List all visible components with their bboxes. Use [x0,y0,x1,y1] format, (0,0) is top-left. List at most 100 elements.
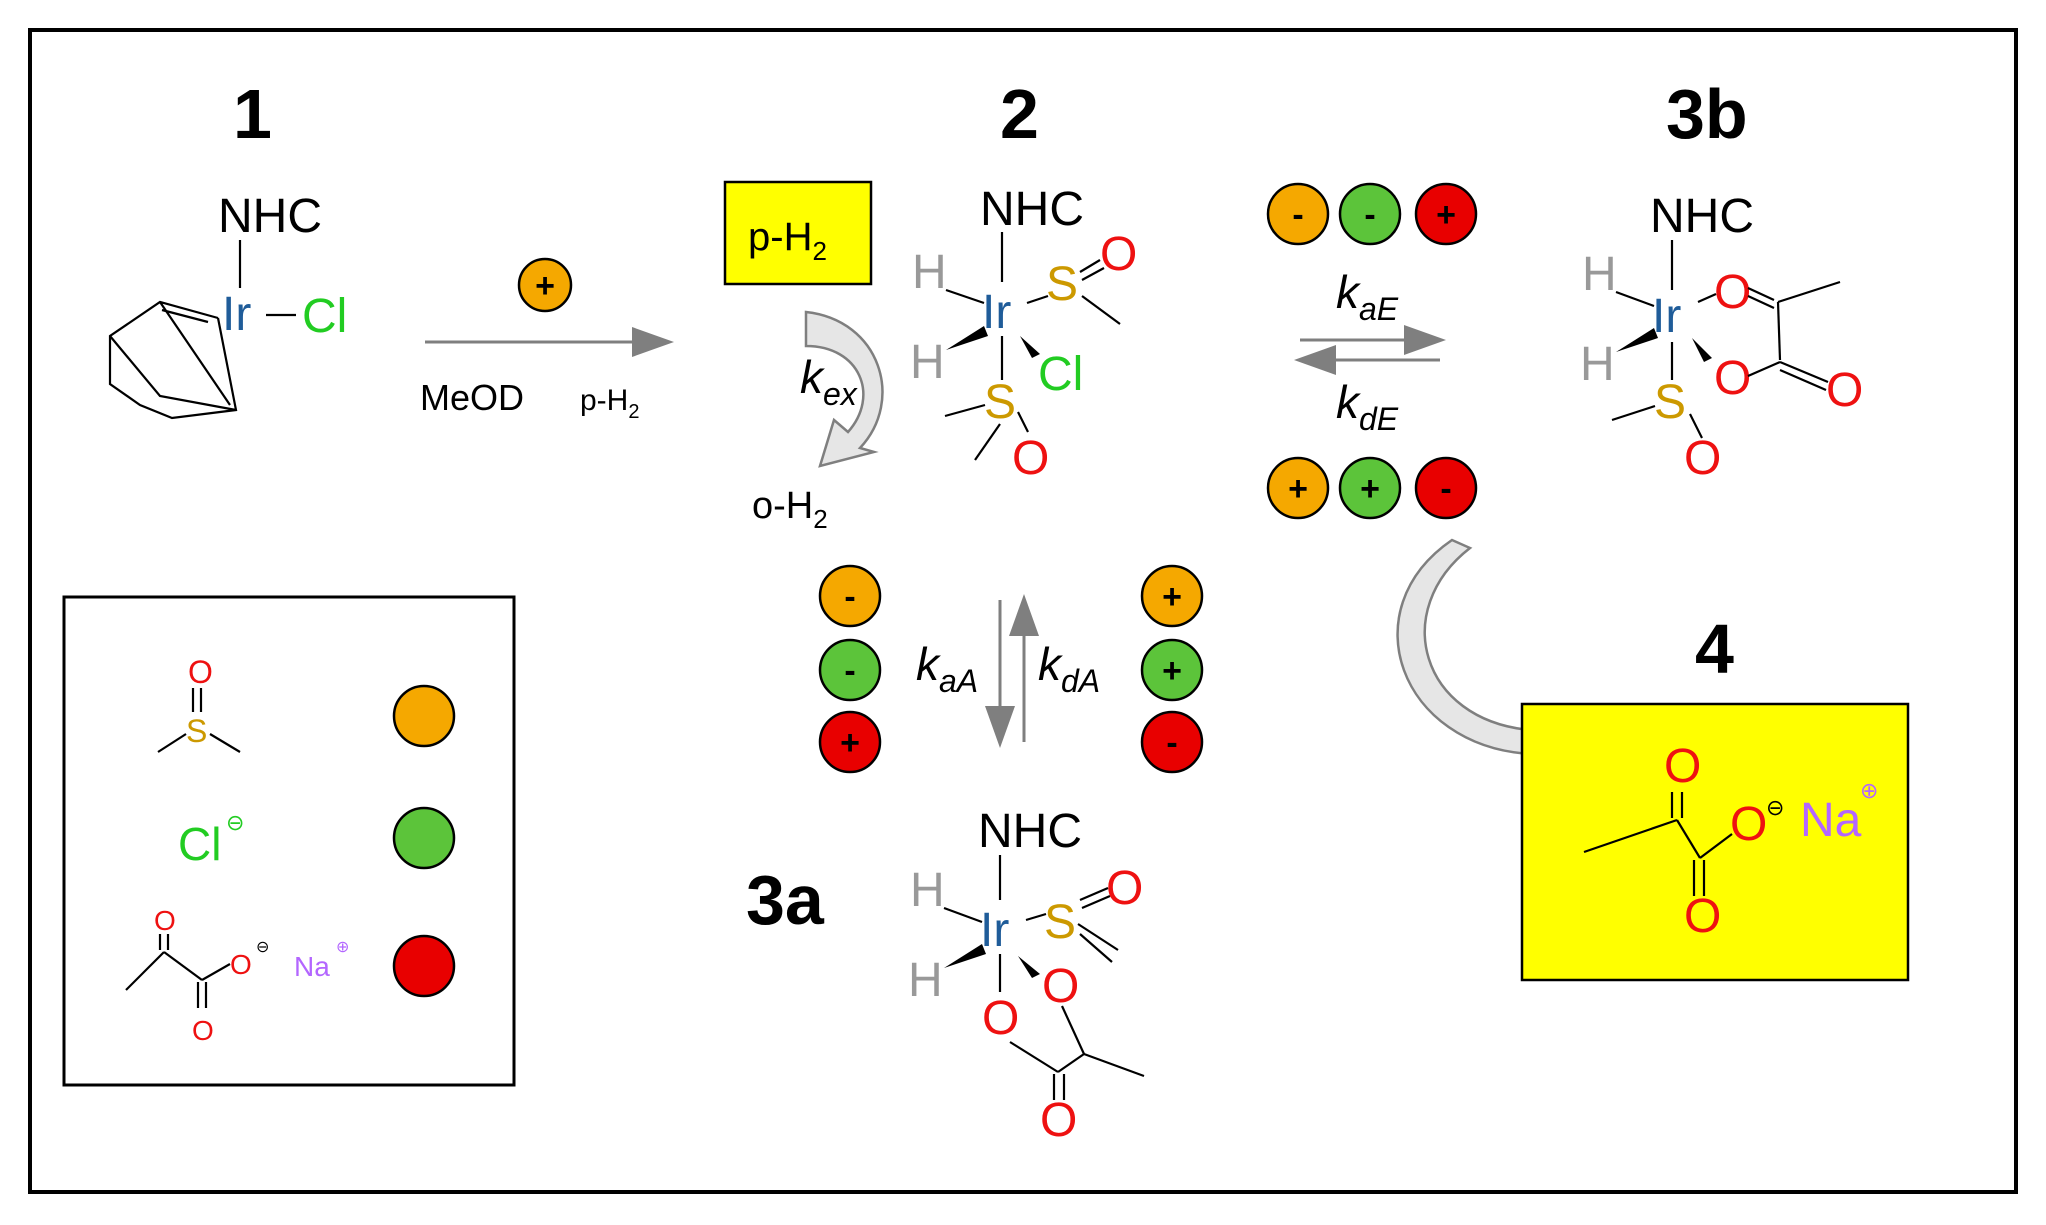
svg-text:-: - [844,652,855,690]
svg-text:+: + [1288,470,1308,508]
svg-text:-: - [1292,196,1303,234]
svg-text:+: + [1360,470,1380,508]
compound-2-nhc: NHC [980,183,1084,236]
token-aE-chloride: - [1338,182,1402,246]
compound-3b-nhc: NHC [1650,190,1754,243]
token-dA-dmso: + [1140,564,1204,628]
compound-1-iridium: Ir [222,288,251,341]
arrow-1-to-2: + MeOD p-H2 [420,257,674,423]
compound-3b-oxygen-4: O [1684,432,1721,485]
svg-text:-: - [1440,470,1451,508]
compound-4-sodium: Na [1800,794,1862,847]
compound-3b-hydride-2: H [1580,338,1615,391]
outer-frame [28,28,2018,1194]
tokens-dE: + + - [1266,456,1478,520]
svg-text:S: S [186,713,207,749]
compound-3b-oxygen-1: O [1714,266,1751,319]
rate-kdE: kdE [1336,376,1399,437]
compound-2-oxygen-2: O [1012,432,1049,485]
compound-3a-oxygen-1: O [1106,862,1143,915]
compound-3b-sulfur: S [1654,376,1686,429]
svg-text:O: O [230,949,252,980]
solvent-label: MeOD [420,377,524,418]
compound-3a: 3a NHC Ir H H S O O O O [746,805,1145,1147]
compound-3b-hydride-1: H [1582,248,1617,301]
compound-2: 2 p-H2 NHC Ir H H S O Cl S O kex o-H2 [723,75,1137,534]
compound-3b-label: 3b [1666,75,1748,153]
ph2-reagent-label: p-H2 [580,384,639,423]
compound-4-positive-charge: ⊕ [1860,778,1878,803]
tokens-aE: - - + [1266,182,1478,246]
reagent-dmso-token: + [517,257,573,313]
svg-text:+: + [535,267,555,305]
legend-box: O S Cl ⊖ O O ⊖ O Na ⊕ [62,595,516,1087]
compound-4-oxygen-2: O [1730,798,1767,851]
tokens-dA: + + - [1140,564,1204,774]
compound-3b-iridium: Ir [1652,290,1681,343]
compound-2-chloride: Cl [1038,348,1083,401]
compound-3a-iridium: Ir [980,904,1009,957]
svg-text:O: O [192,1015,214,1046]
compound-3b: 3b NHC Ir H H O O O S O [1580,75,1863,485]
svg-text:-: - [844,578,855,616]
svg-text:⊖: ⊖ [226,810,244,835]
svg-text:+: + [840,724,860,762]
compound-3a-oxygen-2: O [1042,960,1079,1013]
token-dE-pyruvate: - [1414,456,1478,520]
svg-text:+: + [1162,652,1182,690]
token-aE-dmso: - [1266,182,1330,246]
svg-text:⊕: ⊕ [336,939,349,956]
compound-2-hydride-2: H [910,336,945,389]
compound-4-label: 4 [1695,610,1734,688]
token-dE-chloride: + [1338,456,1402,520]
svg-text:O: O [154,905,176,936]
svg-text:Cl: Cl [178,818,221,870]
legend-dmso-token [392,684,456,748]
compound-4-negative-charge: ⊖ [1766,795,1784,820]
svg-text:⊖: ⊖ [256,939,269,956]
rate-kdA: kdA [1038,638,1100,699]
token-aA-dmso: - [818,564,882,628]
compound-2-hydride-1: H [912,246,947,299]
compound-2-sulfur-1: S [1046,258,1078,311]
compound-2-oxygen-1: O [1100,228,1137,281]
compound-1-nhc: NHC [218,190,322,243]
tokens-aA: - - + [818,564,882,774]
compound-3a-label: 3a [746,861,825,939]
token-aA-chloride: - [818,638,882,702]
compound-1: 1 NHC Ir Cl [108,75,347,420]
compound-3a-nhc: NHC [978,805,1082,858]
compound-3a-hydride-1: H [910,864,945,917]
compound-3a-hydride-2: H [908,954,943,1007]
ph2-highlight-box [723,180,873,286]
compound-2-sulfur-2: S [984,376,1016,429]
compound-4-oxygen-3: O [1684,890,1721,943]
compound-3b-oxygen-2: O [1714,352,1751,405]
svg-text:O: O [188,654,213,690]
svg-text:Na: Na [294,951,330,982]
rate-kaA: kaA [916,638,978,699]
svg-text:-: - [1364,196,1375,234]
compound-2-label: 2 [1000,75,1039,153]
compound-3a-oxygen-4: O [1040,1094,1077,1147]
svg-text:+: + [1162,578,1182,616]
pyruvate-highlight-box [1520,702,1910,982]
cod-ligand [108,300,238,420]
rate-kaE: kaE [1336,266,1399,327]
legend-chloride-token [392,806,456,870]
compound-4: 4 O O ⊖ O Na ⊕ [1520,610,1910,982]
token-aE-pyruvate: + [1414,182,1478,246]
compound-1-chloride: Cl [302,290,347,343]
equilibrium-2-3b: - - + kaE kdE + + - [1266,182,1478,520]
legend-pyruvate-token [392,934,456,998]
equilibrium-2-3a: - - + kaA kdA + + - [818,564,1204,774]
compound-1-label: 1 [233,75,272,153]
legend-dmso-structure: O S [157,654,241,753]
compound-2-iridium: Ir [982,286,1011,339]
token-dE-dmso: + [1266,456,1330,520]
oh2-label: o-H2 [752,485,828,534]
compound-4-oxygen-1: O [1664,740,1701,793]
exchange-curved-arrow [804,310,884,468]
svg-text:-: - [1166,724,1177,762]
